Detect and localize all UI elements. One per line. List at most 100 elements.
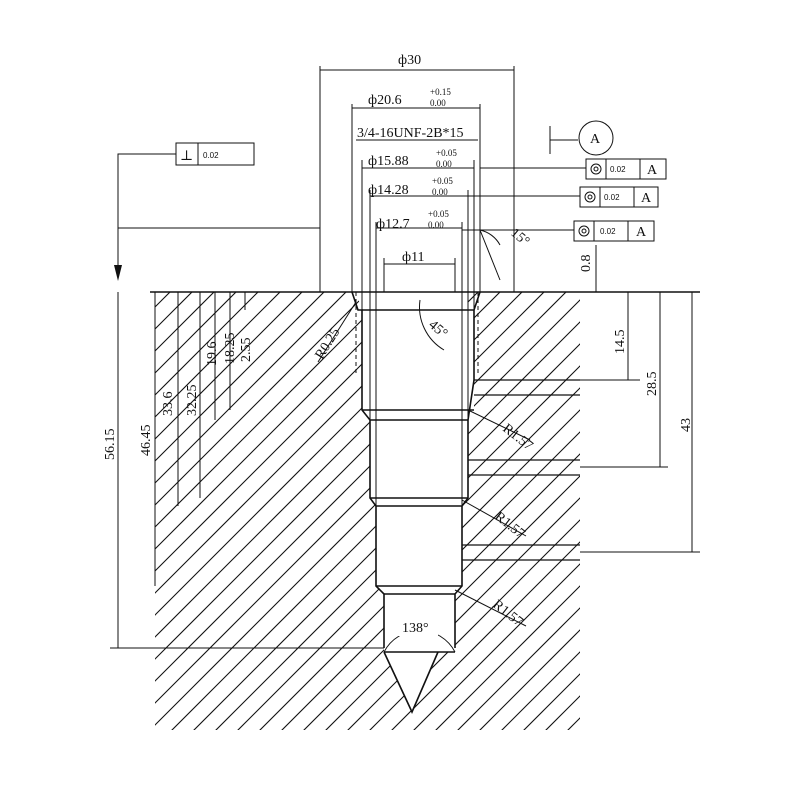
hatch-line xyxy=(155,292,580,730)
frame1-datum: A xyxy=(647,163,658,178)
depth-2-55: 2.55 xyxy=(239,338,254,363)
chamfer-15-annotation xyxy=(479,229,501,281)
hatch-line xyxy=(155,292,580,730)
hatch-line xyxy=(497,292,580,730)
hatch-line xyxy=(718,0,800,800)
hatch-line xyxy=(155,292,265,730)
tol-d12-7-upper: +0.05 xyxy=(428,209,449,219)
hatch-line xyxy=(630,0,800,800)
hatch-line xyxy=(155,292,580,730)
cavity-profile xyxy=(351,291,481,714)
depth-32-25: 32.25 xyxy=(185,385,200,417)
frame2-datum: A xyxy=(641,191,652,206)
dim-d14-28: ф14.28 xyxy=(368,183,409,198)
hatch-line xyxy=(155,292,485,730)
depth-19-6: 19.6 xyxy=(205,342,220,367)
perpendicularity-frame: ⊥ 0.02 xyxy=(114,142,320,281)
hatch-line xyxy=(155,292,580,730)
datum-a-marker xyxy=(549,120,614,156)
left-depth-dimensions xyxy=(110,292,384,649)
hatch-line xyxy=(541,292,580,730)
hatch-line xyxy=(740,0,800,800)
hatch-line xyxy=(0,0,44,800)
concentricity-frame-1: 0.02 A xyxy=(480,158,667,180)
hatch-line xyxy=(586,0,800,800)
r0-25-leader xyxy=(317,301,357,363)
tol-d20-6-upper: +0.15 xyxy=(430,87,451,97)
hatch-line xyxy=(409,292,580,730)
hatch-line xyxy=(155,292,580,730)
hatch-line xyxy=(155,292,507,730)
concentricity-icon xyxy=(578,225,590,237)
angle-drill-point: 138° xyxy=(402,621,429,636)
hatch-line xyxy=(155,292,580,730)
r3-leader xyxy=(454,589,527,627)
hatch-line xyxy=(155,292,287,730)
hatch-line xyxy=(255,292,580,730)
hatch-line xyxy=(155,292,580,730)
hatch-line xyxy=(167,292,580,730)
radius-r1: R1.57 xyxy=(500,421,536,454)
hatch-line xyxy=(365,292,580,730)
tol-d20-6-lower: 0.00 xyxy=(430,98,446,108)
dim-0-8: 0.8 xyxy=(579,255,594,273)
hatch-line xyxy=(696,0,800,800)
hatch-line xyxy=(233,292,580,730)
hatch-line xyxy=(431,292,580,730)
tol-d15-88-lower: 0.00 xyxy=(436,159,452,169)
concentricity-frame-2: 0.02 A xyxy=(468,186,659,208)
hatch-line xyxy=(155,292,580,730)
dim-d11: ф11 xyxy=(402,250,425,265)
angle-cone-45: 45° xyxy=(425,318,450,342)
hatch-line xyxy=(0,0,132,800)
hatch-line xyxy=(0,0,88,800)
tol-d12-7-lower: 0.00 xyxy=(428,220,444,230)
angle-138-bg xyxy=(398,618,438,636)
thread-lines xyxy=(355,292,479,375)
hatch-line xyxy=(155,292,177,730)
hatch-line xyxy=(387,292,580,730)
r2-leader xyxy=(461,499,527,537)
frame2-value: 0.02 xyxy=(604,193,620,202)
hatch-line xyxy=(453,292,580,730)
depth-28-5: 28.5 xyxy=(645,372,660,397)
hatch-line xyxy=(563,292,580,730)
depth-43: 43 xyxy=(679,418,694,432)
tol-d14-28-upper: +0.05 xyxy=(432,176,453,186)
hatch-line xyxy=(155,292,580,730)
hatch-line xyxy=(155,292,580,730)
hatch-line xyxy=(211,292,580,730)
hatch-line xyxy=(189,292,580,730)
hatch-line xyxy=(277,292,580,730)
hatch-line xyxy=(155,292,463,730)
hatch-line xyxy=(155,292,529,730)
depth-14-5: 14.5 xyxy=(613,330,628,355)
right-depth-dimensions xyxy=(580,292,700,553)
frame3-datum: A xyxy=(636,225,647,240)
datum-a-label: A xyxy=(590,132,601,147)
hatch-line xyxy=(155,292,309,730)
concentricity-frame-3: 0.02 A xyxy=(462,220,655,242)
hatch-line xyxy=(155,292,441,730)
dim-d12-7: ф12.7 xyxy=(376,217,410,232)
hatch-line xyxy=(155,292,580,730)
depth-46-45: 46.45 xyxy=(139,425,154,457)
hatch-line xyxy=(155,292,243,730)
hatch-line xyxy=(0,0,154,800)
side-ports xyxy=(462,379,580,561)
hatch-line xyxy=(0,0,22,800)
concentricity-icon xyxy=(584,191,596,203)
perpendicularity-value: 0.02 xyxy=(203,151,219,160)
perpendicularity-icon: ⊥ xyxy=(180,149,193,164)
hatch-line xyxy=(155,292,580,730)
dim-d20-6: ф20.6 xyxy=(368,93,402,108)
depth-56-15: 56.15 xyxy=(103,429,118,461)
hatch-line xyxy=(155,292,580,730)
tol-d15-88-upper: +0.05 xyxy=(436,148,457,158)
hatch-line xyxy=(321,292,580,730)
concentricity-icon xyxy=(590,163,602,175)
hatch-line xyxy=(155,292,573,730)
hatch-line xyxy=(0,0,110,800)
